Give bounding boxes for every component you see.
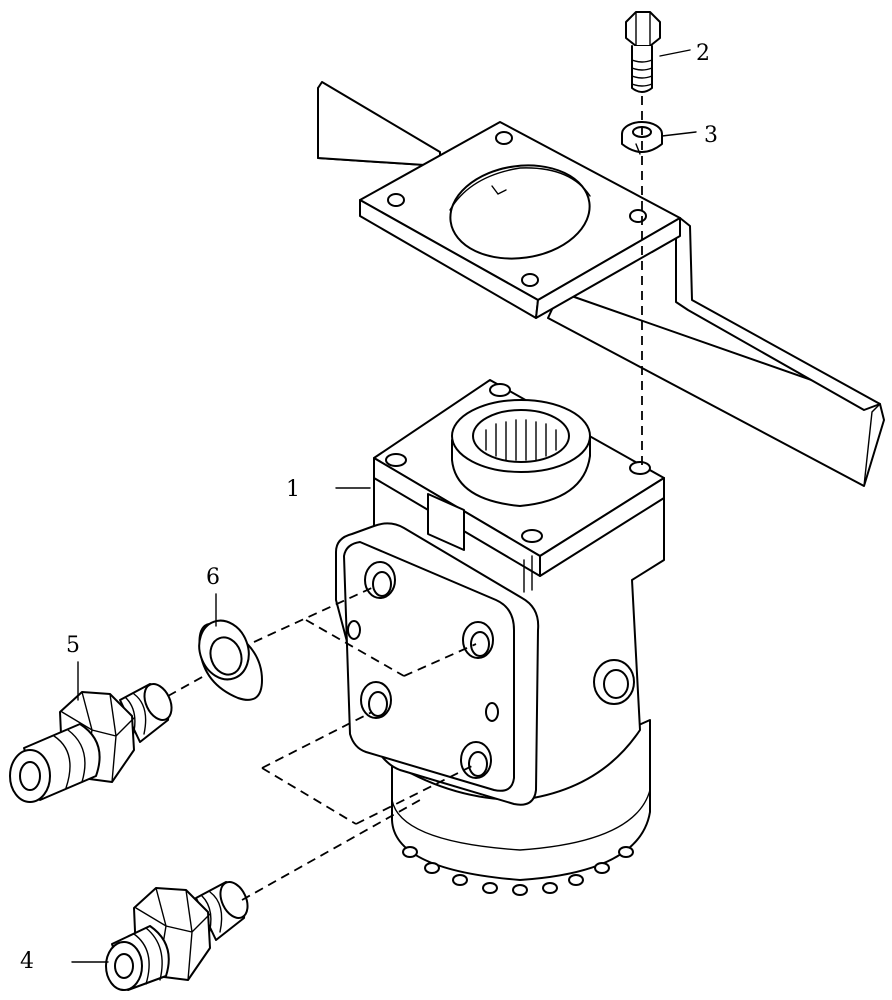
callout-1: 1 [286,477,300,502]
bolt [625,11,661,93]
hose-fitting-upper [9,683,173,803]
hose-fitting-lower [105,881,249,991]
callout-5: 5 [66,633,80,658]
bottom-screws [402,846,634,896]
callout-2: 2 [696,41,710,66]
callout-3: 3 [704,123,718,148]
steering-unit [335,379,665,896]
spline-teeth [485,419,557,461]
callout-6: 6 [206,565,220,590]
leader-lines [71,49,697,963]
seal-washer [198,619,263,701]
mounting-bracket [317,81,885,487]
callout-4: 4 [20,949,34,974]
assembly-guide-lines [167,96,643,901]
